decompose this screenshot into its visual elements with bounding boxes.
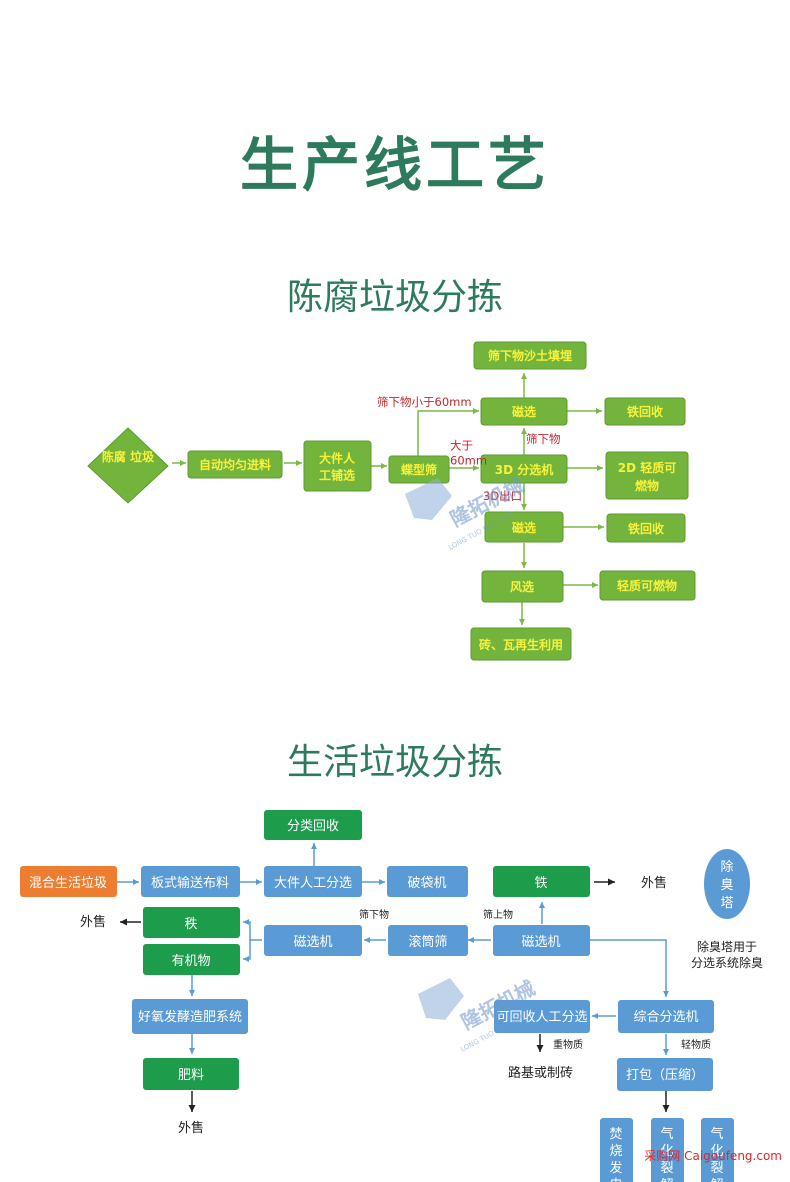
node-drum [388, 925, 468, 956]
node-wind-label: 风选 [510, 579, 534, 594]
node-gas2 [701, 1118, 734, 1182]
node-compost-label: 好氧发酵造肥系统 [138, 1009, 242, 1025]
label-sell1: 外售 [641, 875, 667, 891]
node-burn [600, 1118, 633, 1182]
label-under60: 筛下物小于60mm [377, 395, 472, 409]
node-under-fill [473, 341, 587, 370]
label-over: 筛上物 [483, 908, 513, 921]
node-magnet2 [484, 511, 564, 543]
node-bag-break-label: 破袋机 [407, 876, 446, 891]
node-organic-label: 有机物 [171, 954, 210, 969]
node-mixed-label: 混合生活垃圾 [29, 876, 107, 891]
section2-title: 生活垃圾分拣 [286, 742, 503, 783]
label-sell2: 外售 [80, 914, 106, 930]
node-fe-label: 秩 [184, 917, 197, 932]
node-recyclable [494, 1000, 590, 1033]
node-iron-label: 铁 [534, 876, 547, 891]
node-combined [618, 1000, 714, 1033]
node-manual-big [303, 440, 372, 492]
node-magnet2-label: 磁选 [511, 520, 536, 535]
node-compost [132, 999, 248, 1034]
section1-title: 陈腐垃圾分拣 [286, 277, 503, 318]
node-gas2-label: 气化裂解 [710, 1126, 723, 1182]
node-gas1-label: 气化裂解 [660, 1126, 673, 1182]
site-watermark: 采购网 Caigoufeng.com [644, 1148, 782, 1163]
node-manual-big-label: 大件人工铺选 [319, 451, 356, 483]
node-chenfu [87, 427, 169, 504]
node-light-fuel [599, 570, 696, 601]
node-butterfly-label: 蝶型筛 [401, 462, 437, 477]
node-manual-big2-label: 大件人工分选 [274, 876, 352, 891]
node-iron [493, 866, 590, 897]
node-recyclable-label: 可回收人工分选 [496, 1010, 587, 1025]
node-iron2 [606, 513, 686, 543]
node-burn-label: 焚烧发电 [609, 1127, 622, 1182]
node-pack [617, 1058, 713, 1091]
node-gas1 [651, 1118, 684, 1182]
label-out3d: 3D出口 [483, 489, 522, 503]
node-mixed [20, 866, 117, 897]
node-magnet-l [264, 925, 362, 956]
node-butterfly [388, 455, 450, 484]
watermark-logo-2: 隆拓机械 LONG TUO MACHINE [418, 976, 539, 1054]
label-heavy: 重物质 [553, 1038, 583, 1051]
node-deodor-label: 除臭塔 [720, 860, 733, 911]
node-bag-break [387, 866, 468, 897]
node-iron2-label: 铁回收 [628, 521, 664, 536]
page-title: 生产线工艺 [239, 131, 550, 199]
node-pack-label: 打包（压缩） [626, 1067, 704, 1083]
node-manual-big2 [264, 866, 362, 897]
node-drum-label: 滚筒筛 [408, 934, 447, 950]
node-fertilizer-label: 肥料 [178, 1068, 204, 1083]
label-under3d: 筛下物 [526, 432, 561, 446]
node-sep3d-label: 3D 分选机 [495, 462, 554, 477]
node-classify [264, 810, 362, 840]
diagram2-labels: 外售 外售 外售 筛下物 筛上物 除臭塔用于分选系统除臭 重物质 轻物质 路基或… [80, 875, 763, 1136]
node-classify-label: 分类回收 [287, 819, 339, 834]
node-chenfu-label: 陈腐 垃圾 [102, 449, 155, 464]
label-road: 路基或制砖 [508, 1065, 573, 1081]
diagram1-nodes: 陈腐 垃圾 自动均匀进料 大件人工铺选 蝶型筛 筛下物沙土填埋 磁选 铁回收 3… [87, 341, 696, 661]
node-magnet-r-label: 磁选机 [521, 935, 560, 950]
diagram2-connectors [117, 843, 669, 1055]
diagram2-black-arrows [120, 878, 670, 1112]
node-auto-feed [187, 450, 283, 479]
node-combined-label: 综合分选机 [633, 1010, 698, 1025]
node-iron1-label: 铁回收 [627, 404, 663, 419]
node-organic [143, 944, 240, 975]
diagram2-nodes: 混合生活垃圾 板式输送布料 大件人工分选 分类回收 破袋机 铁 除臭塔 磁选机 … [20, 810, 750, 1182]
label-under: 筛下物 [359, 908, 389, 921]
node-magnet1-label: 磁选 [511, 404, 536, 419]
label-light: 轻物质 [681, 1038, 711, 1051]
node-conveyor [141, 866, 240, 897]
node-light-fuel-label: 轻质可燃物 [617, 578, 677, 593]
node-brick-label: 砖、瓦再生利用 [479, 637, 563, 652]
node-under-fill-label: 筛下物沙土填埋 [488, 348, 572, 363]
node-wind [481, 570, 564, 603]
label-deodor-note: 除臭塔用于分选系统除臭 [691, 939, 763, 970]
node-deodor [704, 849, 750, 919]
node-sep3d [480, 454, 568, 484]
node-auto-feed-label: 自动均匀进料 [199, 457, 271, 472]
node-fertilizer [143, 1058, 239, 1090]
node-light2d-label: 2D 轻质可燃物 [618, 460, 677, 493]
node-magnet-r [493, 925, 590, 956]
node-conveyor-label: 板式输送布料 [151, 875, 229, 891]
node-light2d [605, 451, 689, 500]
diagram1-connectors [172, 373, 604, 625]
label-sell3: 外售 [178, 1120, 204, 1136]
node-brick [470, 627, 572, 661]
node-iron1 [604, 397, 686, 426]
node-magnet1 [480, 397, 568, 426]
node-magnet-l-label: 磁选机 [293, 935, 332, 950]
node-fe [143, 907, 240, 938]
